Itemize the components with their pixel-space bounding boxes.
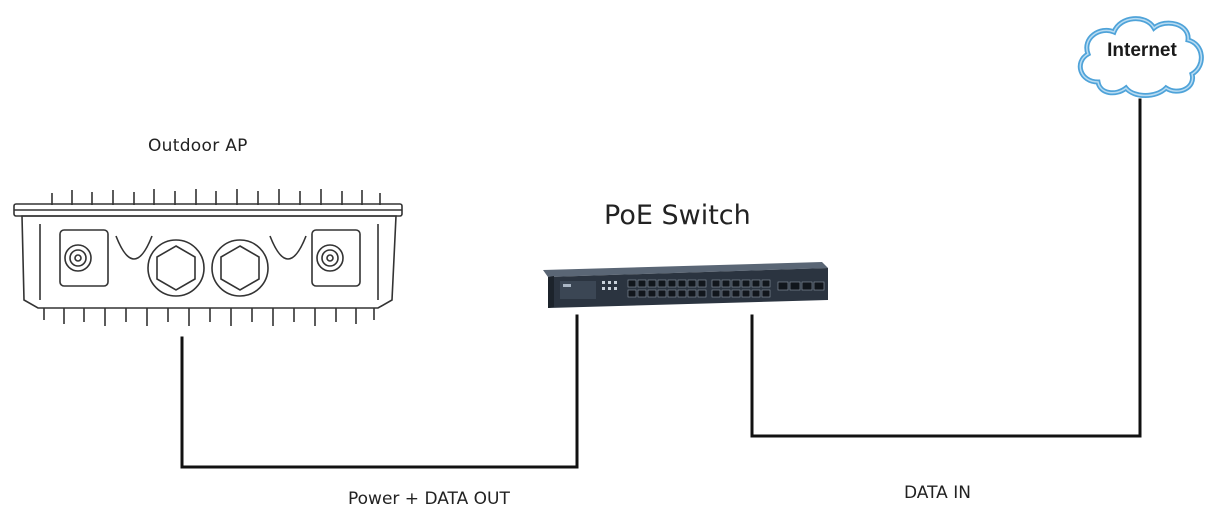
outdoor-ap-label: Outdoor AP: [148, 136, 248, 156]
switch-ports: [602, 281, 617, 290]
cable-ap-to-switch: [180, 314, 579, 469]
poe-switch-icon: [543, 262, 828, 308]
cable-switch-to-internet: [750, 98, 1142, 438]
ap-bottom-fins: [43, 308, 375, 326]
power-data-out-label: Power + DATA OUT: [348, 489, 510, 509]
internet-label: Internet: [1107, 40, 1177, 61]
internet-cloud-icon: [1077, 16, 1204, 98]
ap-top-fins: [51, 189, 381, 205]
cables: [180, 98, 1142, 469]
switch-rj45-ports: [627, 279, 825, 298]
poe-switch-label: PoE Switch: [604, 200, 751, 231]
outdoor-ap-icon: [13, 189, 403, 326]
data-in-label: DATA IN: [904, 483, 971, 503]
